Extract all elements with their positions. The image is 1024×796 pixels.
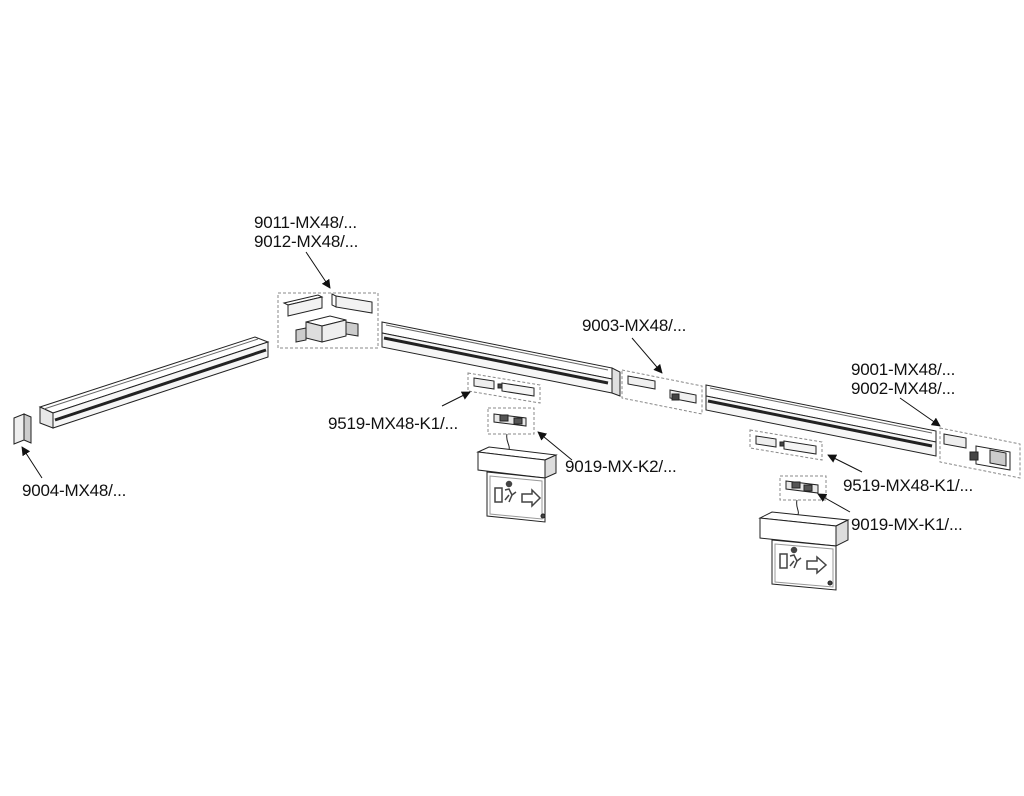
emergency-adapter-left-part xyxy=(487,407,535,453)
exit-sign-right xyxy=(758,511,850,591)
straight-connector-part xyxy=(621,369,703,415)
exit-sign-left xyxy=(476,446,558,523)
running-man-icon xyxy=(779,546,802,569)
track-rail-left xyxy=(38,336,270,429)
label-end-cap: 9004-MX48/... xyxy=(22,481,127,500)
track-rail-right xyxy=(705,384,937,457)
arrow-adapter-right xyxy=(827,454,863,473)
label-adapter-right: 9519-MX48-K1/... xyxy=(843,476,974,495)
arrow-feed-connector xyxy=(899,397,941,427)
label-emergency-adapter-right: 9019-MX-K1/... xyxy=(851,515,963,534)
label-corner-connector-2: 9012-MX48/... xyxy=(254,232,359,251)
arrow-corner-connector xyxy=(305,251,331,289)
track-rail-middle xyxy=(381,321,621,397)
corner-connector-part xyxy=(277,292,379,349)
arrow-emergency-right xyxy=(817,493,851,513)
label-corner-connector-1: 9011-MX48/... xyxy=(254,213,357,232)
arrow-straight-connector xyxy=(631,337,663,374)
end-cap-part xyxy=(13,413,32,445)
arrow-emergency-left xyxy=(537,431,573,461)
label-adapter-left: 9519-MX48-K1/... xyxy=(328,414,459,433)
label-feed-connector-2: 9002-MX48/... xyxy=(851,379,956,398)
arrow-adapter-left xyxy=(441,391,471,407)
adapter-right-part xyxy=(749,429,823,461)
arrow-end-cap xyxy=(21,446,43,479)
arrow-right-icon xyxy=(806,555,828,575)
leader-arrows xyxy=(21,251,941,513)
arrow-right-icon xyxy=(521,488,542,508)
label-straight-connector: 9003-MX48/... xyxy=(582,316,687,335)
label-emergency-adapter-left: 9019-MX-K2/... xyxy=(565,457,677,476)
running-man-icon xyxy=(494,480,517,503)
label-feed-connector-1: 9001-MX48/... xyxy=(851,360,956,379)
feed-connector-part xyxy=(939,427,1021,479)
emergency-adapter-right-part xyxy=(779,475,827,517)
adapter-left-part xyxy=(467,372,541,404)
